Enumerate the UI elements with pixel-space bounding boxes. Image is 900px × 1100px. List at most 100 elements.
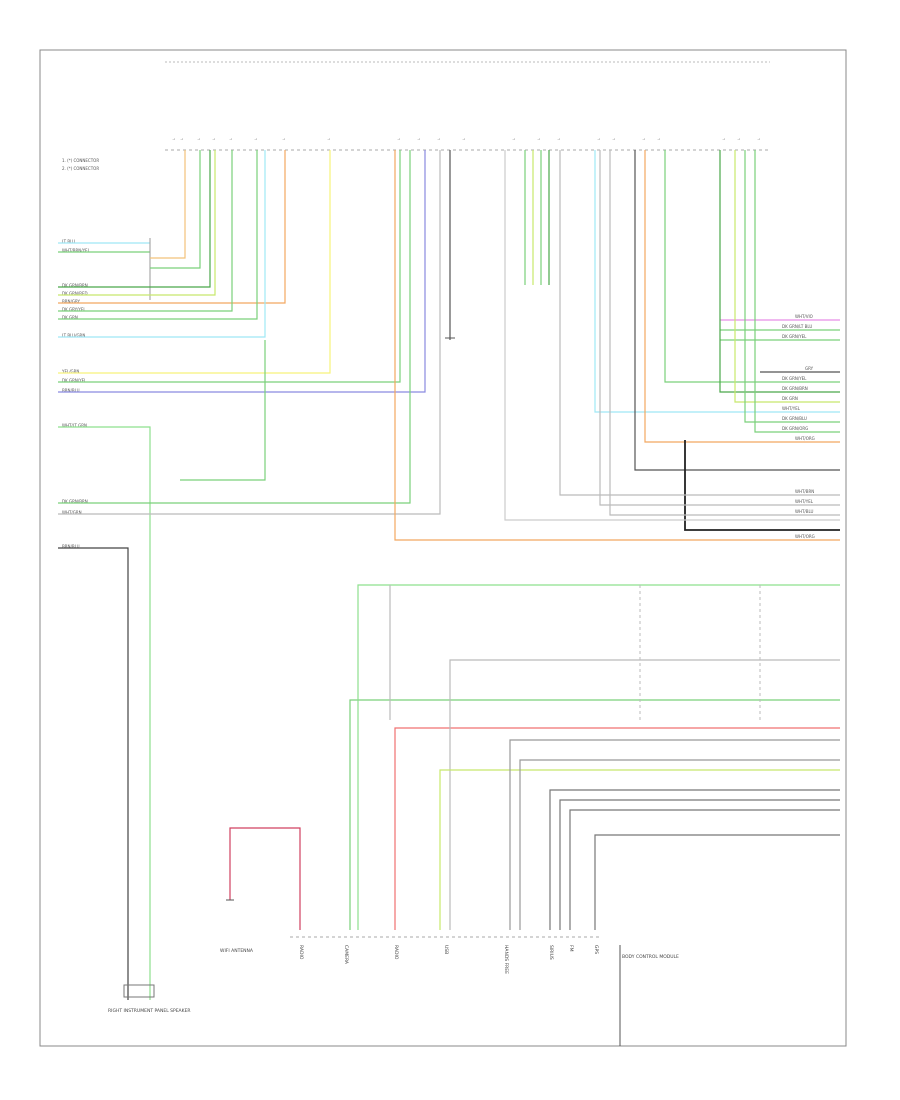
wire-lower-yel-grn [439,769,840,930]
bottom-label: FM [568,945,574,952]
ground-symbols [226,337,455,901]
bottom-label: USB [443,945,449,954]
left-wire-label: DK GRY/YEL [62,307,86,312]
wire-orange-long [394,150,840,541]
left-wire-label: LT BLU [62,239,75,244]
right-wire-labels: WHT/VIO DK GRN/LT BLU DK GRN/YEL GRY DK … [782,314,815,539]
wire-wht-org [644,150,840,443]
legend-item-2: 2. (*) CONNECTOR [62,166,99,171]
svg-text:L: L [180,138,184,140]
right-wire-label: DK GRN/BRN [782,386,808,391]
wire-lower-2 [519,759,840,930]
wire-dk-grn-brn-r [719,150,840,393]
wire-dk-grn-blu [744,150,840,423]
wire-dk-gry-yel [58,150,233,312]
left-wire-label: BRN/GRY [62,299,80,304]
lower-wires [229,584,840,930]
wire-lt-blu-grn [58,150,266,338]
svg-text:L: L [397,138,401,140]
right-wire-label: WHT/BRN [795,489,814,494]
svg-text:L: L [417,138,421,140]
wire-brn-gry [58,150,286,304]
svg-text:L: L [212,138,216,140]
wire-lower-3 [549,789,840,930]
wire-lower-5 [569,809,840,930]
svg-text:L: L [282,138,286,140]
wire-dk-grn-brn [58,150,211,288]
wire-brn-blu [58,150,426,393]
wire-wht-brn [559,150,840,496]
svg-text:L: L [737,138,741,140]
wire-lower-red-2 [229,827,301,930]
speaker-body [123,984,155,998]
wire-dk-grn [58,150,258,320]
svg-text:L: L [512,138,516,140]
svg-text:L: L [757,138,761,140]
bottom-label: RADIO [393,945,399,960]
bottom-label: HANDS FREE [503,945,509,974]
wire-lower-6 [594,834,840,930]
speaker-icon [123,984,155,998]
top-pin-labels: L L L L L L L L L L L L L L L L L L L L … [172,138,761,140]
bottom-label: RADIO [298,945,304,960]
left-wire-label: DK GRN/BRN [62,499,88,504]
svg-text:L: L [229,138,233,140]
bottom-labels: RIGHT INSTRUMENT PANEL SPEAKER WIFI ANTE… [108,945,679,1014]
bottom-label: CAMERA [343,945,349,965]
bottom-label: BODY CONTROL MODULE [622,954,679,960]
bottom-label: GPS [593,945,599,954]
left-wire-label: WHT/LT GRN [62,423,87,428]
right-wire-label: DK GRN/YEL [782,334,807,339]
bottom-label: WIFI ANTENNA [220,948,254,954]
right-wire-label: WHT/ORG [795,534,815,539]
svg-text:L: L [437,138,441,140]
right-wire-label: DK GRN [782,396,798,401]
left-wire-label: YEL/GRN [61,369,79,374]
svg-text:L: L [254,138,258,140]
wire-dk-grn-brn-2 [58,150,411,504]
right-wire-label: WHT/BLU [795,509,814,514]
svg-text:L: L [642,138,646,140]
left-wire-label: WHT/GRN [62,510,82,515]
wire-brn-blu-2 [58,547,129,1000]
left-wire-label: BRN/BLU [62,544,80,549]
svg-text:L: L [197,138,201,140]
svg-text:L: L [657,138,661,140]
svg-text:L: L [537,138,541,140]
right-wire-label: DK GRN/LT BLU [782,324,812,329]
svg-text:L: L [612,138,616,140]
svg-text:L: L [327,138,331,140]
left-wire-label: DK GRN/RED [62,291,88,296]
svg-text:L: L [462,138,466,140]
svg-text:L: L [597,138,601,140]
wire-dk-grn-r [734,150,840,403]
right-wire-label: WHT/ORG [795,436,815,441]
wire-wht-blu [609,150,840,516]
right-wire-label: GRY [805,366,814,371]
wire-wht-grn [58,150,441,515]
left-wire-label: WHT/BRN/YEL [62,248,91,253]
right-wire-label: DK GRN/ORG [782,426,808,431]
wire-lower-gry-2 [449,659,840,930]
wire-dk-grn-org [754,150,840,433]
right-wire-label: WHT/YEL [795,499,814,504]
svg-text:L: L [172,138,176,140]
left-wire-label: DK GRN [62,315,78,320]
wire-lower-1 [509,739,840,930]
left-wire-label: DK GRN/BRN [62,283,88,288]
wire-wht-yel-r [594,150,840,413]
upper-left-wires [58,150,840,1000]
bottom-label: SIRIUS [548,945,554,960]
wire-gry-2 [634,150,840,471]
upper-right-wires [504,150,840,531]
wire-black-bus [684,440,840,531]
svg-text:L: L [557,138,561,140]
right-wire-label: DK GRN/BLU [782,416,807,421]
wire-to-pin-200 [150,150,201,269]
left-wire-labels: LT BLU WHT/BRN/YEL DK GRN/BRN DK GRN/RED… [61,239,91,549]
wire-lower-grn-2 [357,584,840,930]
wire-lower-red [394,727,840,930]
right-wire-label: DK GRN/YEL [782,376,807,381]
wire-lt-blu-splice [180,340,266,481]
